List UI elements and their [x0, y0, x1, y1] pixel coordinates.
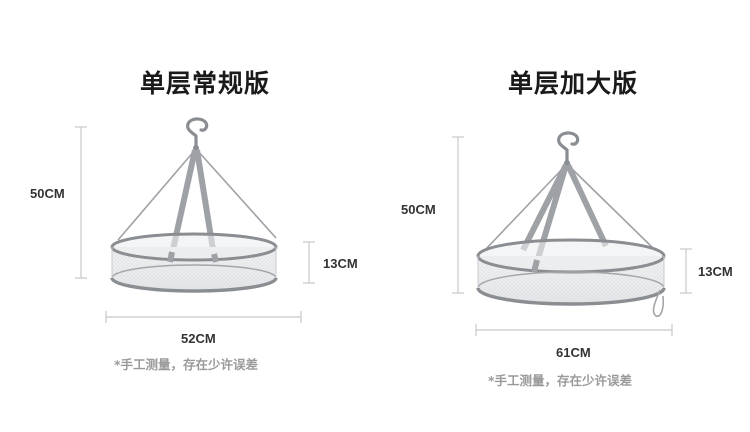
right-measurement-note: *手工测量，存在少许误差	[488, 373, 633, 388]
left-dimension-lines	[75, 126, 315, 323]
right-dimension-lines	[452, 136, 692, 336]
left-height-label: 50CM	[30, 186, 65, 201]
right-depth-label: 13CM	[698, 264, 733, 279]
right-title: 单层加大版	[508, 69, 639, 98]
left-measurement-note: *手工测量，存在少许误差	[114, 357, 259, 372]
left-title: 单层常规版	[140, 69, 271, 98]
left-hook-icon	[186, 117, 209, 148]
right-width-label: 61CM	[556, 345, 591, 360]
left-width-label: 52CM	[181, 331, 216, 346]
right-height-label: 50CM	[401, 202, 436, 217]
right-hook-icon	[557, 131, 580, 163]
left-depth-label: 13CM	[323, 256, 358, 271]
right-drying-basket	[476, 131, 666, 317]
left-drying-basket	[110, 117, 278, 293]
